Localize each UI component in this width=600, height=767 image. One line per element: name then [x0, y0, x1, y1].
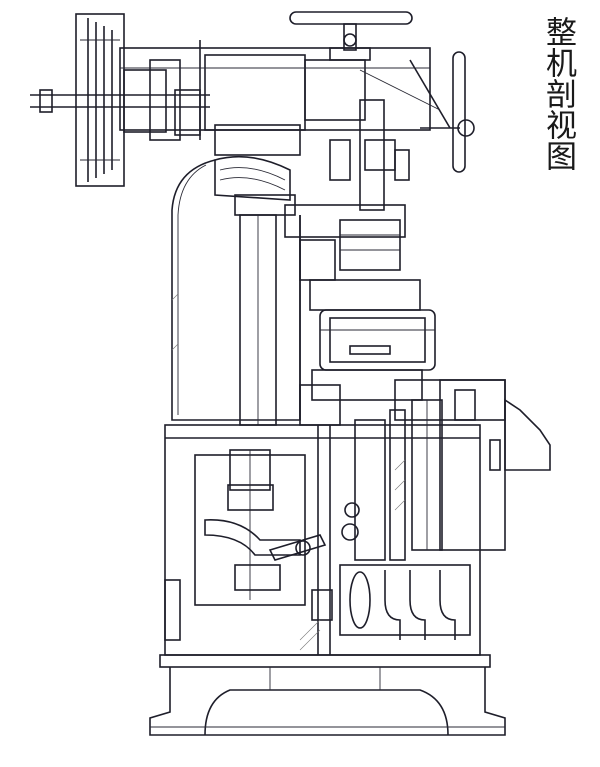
top-housing	[119, 40, 441, 156]
lower-body	[164, 399, 481, 656]
side-handwheel	[409, 51, 475, 173]
upper-mechanism	[214, 99, 410, 281]
section-hatching	[171, 293, 406, 651]
drive-pulley	[75, 13, 125, 187]
drawing-title: 整机剖视图	[540, 16, 576, 171]
right-gearbox	[394, 379, 551, 551]
machine-base	[149, 654, 506, 736]
turret-head	[299, 279, 436, 426]
top-handwheel	[289, 11, 413, 61]
